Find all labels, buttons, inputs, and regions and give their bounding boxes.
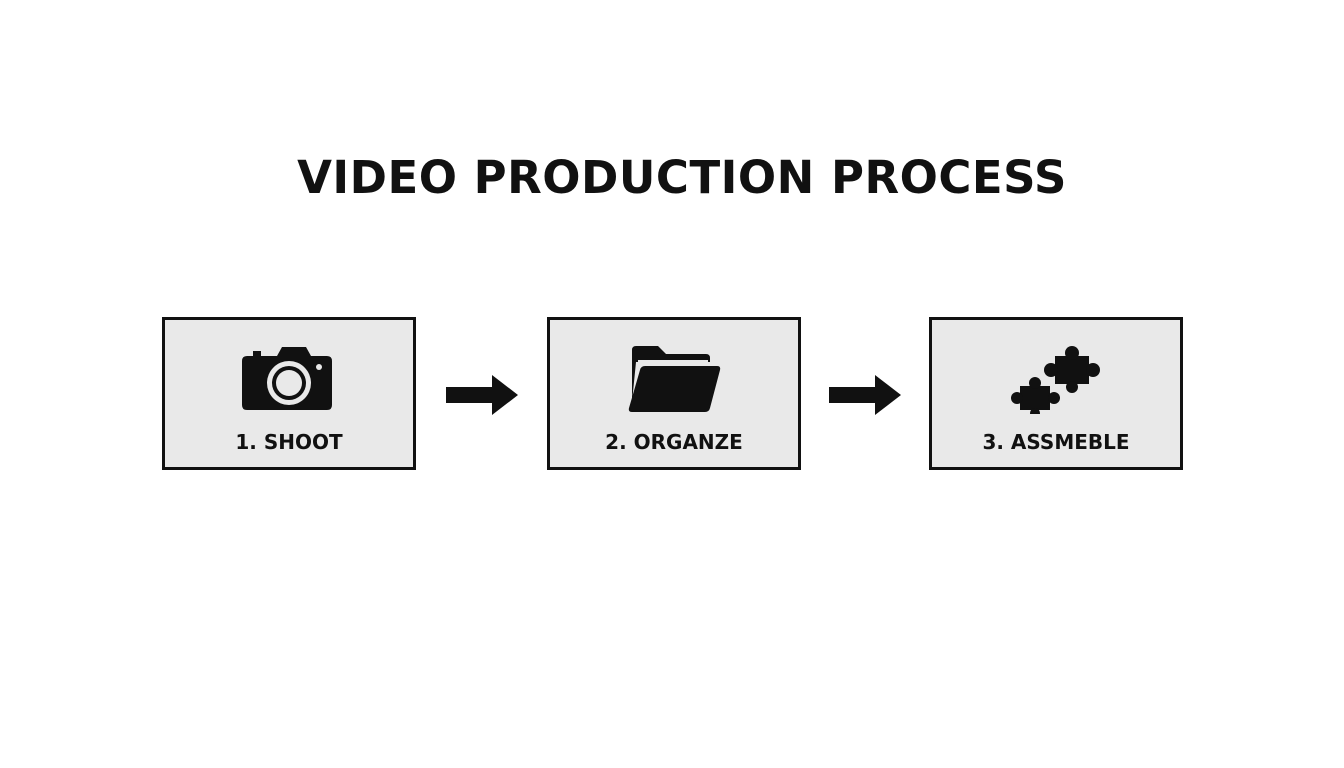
arrow-right-icon [827, 374, 903, 416]
puzzle-icon [1008, 342, 1104, 414]
step-organize-box: 2. ORGANZE [547, 317, 801, 470]
step-assemble-box: 3. ASSMEBLE [929, 317, 1183, 470]
step-shoot-label: 1. SHOOT [235, 430, 343, 454]
arrow-right-icon [444, 374, 520, 416]
folder-icon [626, 342, 722, 414]
step-organize-label: 2. ORGANZE [605, 430, 743, 454]
step-shoot-box: 1. SHOOT [162, 317, 416, 470]
camera-icon [241, 342, 337, 414]
diagram-title: VIDEO PRODUCTION PROCESS [297, 151, 1067, 204]
step-assemble-label: 3. ASSMEBLE [982, 430, 1130, 454]
